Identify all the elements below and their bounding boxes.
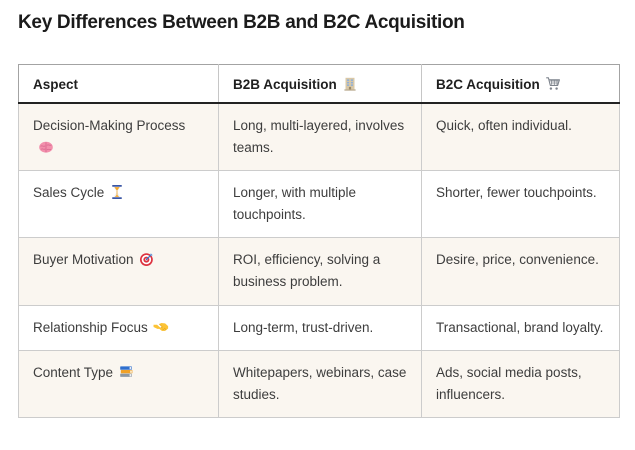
shopping-cart-icon bbox=[545, 76, 561, 92]
aspect-cell: Relationship Focus bbox=[18, 304, 219, 352]
table-row: Sales Cycle Longer, with multiple touchp… bbox=[18, 170, 620, 239]
b2b-cell: Whitepapers, webinars, case studies. bbox=[218, 350, 422, 419]
table-row: Content Type Whitepapers, webinars, case… bbox=[18, 350, 620, 419]
header-b2b: B2B Acquisition bbox=[218, 64, 422, 104]
table-header-row: Aspect B2B Acquisition B2C Acquisition bbox=[18, 64, 620, 104]
b2c-cell: Desire, price, convenience. bbox=[421, 237, 620, 306]
b2b-cell: Longer, with multiple touchpoints. bbox=[218, 170, 422, 239]
page: Key Differences Between B2B and B2C Acqu… bbox=[18, 12, 620, 419]
aspect-label: Content Type bbox=[33, 365, 114, 381]
comparison-table: Aspect B2B Acquisition B2C Acquisition D… bbox=[18, 64, 620, 419]
header-aspect: Aspect bbox=[18, 64, 219, 104]
table-row: Buyer Motivation ROI, efficiency, solvin… bbox=[18, 237, 620, 306]
b2b-cell: ROI, efficiency, solving a business prob… bbox=[218, 237, 422, 306]
b2c-cell: Shorter, fewer touchpoints. bbox=[421, 170, 620, 239]
b2c-cell: Ads, social media posts, influencers. bbox=[421, 350, 620, 419]
aspect-cell: Decision-Making Process bbox=[18, 102, 219, 172]
page-title: Key Differences Between B2B and B2C Acqu… bbox=[18, 12, 465, 33]
b2c-cell: Quick, often individual. bbox=[421, 102, 620, 172]
aspect-cell: Sales Cycle bbox=[18, 170, 219, 239]
table-row: Decision-Making Process Long, multi-laye… bbox=[18, 102, 620, 172]
books-icon bbox=[118, 364, 134, 380]
aspect-label: Relationship Focus bbox=[33, 319, 148, 335]
table-row: Relationship Focus Long-term, trust-driv… bbox=[18, 304, 620, 352]
hourglass-icon bbox=[109, 184, 125, 200]
header-b2c-label: B2C Acquisition bbox=[436, 77, 540, 92]
aspect-label: Buyer Motivation bbox=[33, 252, 134, 268]
header-b2c: B2C Acquisition bbox=[421, 64, 620, 104]
aspect-cell: Content Type bbox=[18, 350, 219, 419]
header-aspect-label: Aspect bbox=[33, 76, 79, 92]
b2b-cell: Long, multi-layered, involves teams. bbox=[218, 102, 422, 172]
aspect-label: Sales Cycle bbox=[33, 185, 105, 201]
office-building-icon bbox=[342, 76, 358, 92]
aspect-cell: Buyer Motivation bbox=[18, 237, 219, 306]
b2c-cell: Transactional, brand loyalty. bbox=[421, 304, 620, 352]
b2b-cell: Long-term, trust-driven. bbox=[218, 304, 422, 352]
aspect-label: Decision-Making Process bbox=[33, 118, 186, 133]
target-icon bbox=[139, 251, 155, 267]
header-b2b-label: B2B Acquisition bbox=[233, 77, 337, 92]
handshake-icon bbox=[153, 319, 169, 335]
brain-icon bbox=[38, 139, 54, 155]
